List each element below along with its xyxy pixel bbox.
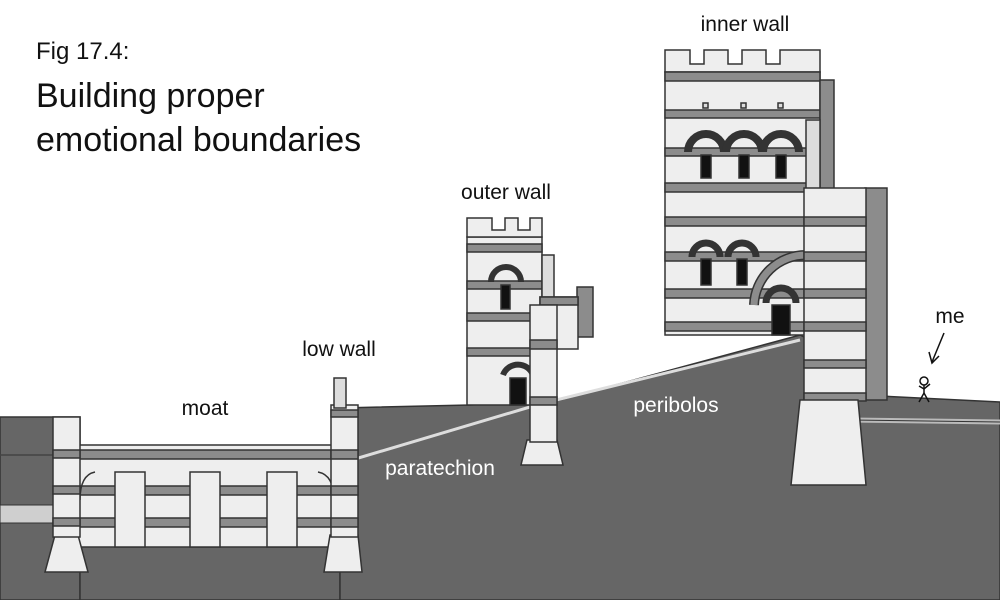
inner-wall-pier (749, 187, 888, 486)
inner-tower-window (700, 154, 712, 179)
outer-wall-curtain (541, 254, 555, 301)
figure-title-line-2: emotional boundaries (36, 121, 362, 159)
inner-wall-arch-fill (750, 251, 807, 306)
inner-tower-window (775, 154, 787, 179)
inner-wall-stair (819, 79, 835, 191)
inner-tower-band (664, 109, 821, 119)
inner-tower-slit (702, 102, 709, 109)
inner-tower-arch (688, 239, 724, 258)
outer-tower-arch (488, 264, 524, 283)
moat-band (77, 449, 337, 460)
inner-tower-band (664, 216, 821, 227)
inner-pier-band (803, 359, 867, 369)
label-low-wall: low wall (302, 338, 376, 361)
label-peribolos: peribolos (633, 394, 718, 417)
inner-tower-window (736, 258, 748, 286)
inner-wall-tower (664, 49, 835, 336)
inner-tower-arch (724, 239, 760, 258)
moat-buttress (114, 471, 146, 548)
inner-tower-slit (777, 102, 784, 109)
inner-pier-band (803, 321, 867, 332)
inner-tower-band (664, 182, 821, 193)
inner-wall-chimney (805, 119, 821, 191)
outer-pier-band (529, 339, 558, 350)
outer-pier-shaft (529, 304, 558, 443)
label-moat: moat (182, 397, 229, 420)
counterscarp-pier (44, 416, 89, 573)
inner-tower-arch (759, 130, 803, 153)
inner-pier-stair (864, 187, 888, 401)
stick-figure-head (919, 376, 929, 386)
moat-buttress (189, 471, 221, 548)
pier-band (52, 485, 81, 495)
moat-buttress (266, 471, 298, 548)
figure-number: Fig 17.4: (36, 38, 130, 65)
inner-tower-crenellation (664, 49, 821, 73)
low-wall-shaft (330, 404, 359, 538)
inner-tower-door-arch (762, 284, 800, 304)
inner-pier-band (803, 288, 867, 299)
outer-wall-curtain-stair (576, 286, 594, 338)
moat-floor (79, 544, 341, 600)
moat-interior (77, 444, 337, 548)
stick-figure-me (918, 376, 931, 403)
pier-shaft (52, 416, 81, 538)
inner-tower-slit (740, 102, 747, 109)
outer-pier-band (529, 396, 558, 406)
label-paratechion: paratechion (385, 457, 495, 480)
low-wall-base (323, 534, 363, 573)
low-wall-band (330, 449, 359, 460)
outer-wall-pier (520, 304, 564, 466)
inner-tower-window (738, 154, 750, 179)
label-me: me (935, 305, 964, 328)
inner-tower-door (771, 304, 791, 336)
inner-pier-band (803, 251, 867, 262)
inner-tower-window (700, 258, 712, 286)
figure-title-line-1: Building proper (36, 77, 265, 115)
inner-pier-footing (790, 399, 867, 486)
outer-pier-base (520, 439, 564, 466)
inner-tower-band (664, 71, 821, 82)
pointer-arrow (928, 332, 945, 365)
stick-figure-legs (918, 391, 930, 403)
outer-tower-door (509, 377, 527, 406)
inner-tower-arch (684, 130, 728, 153)
low-wall-band (330, 409, 359, 418)
outer-tower-crenellation (466, 217, 543, 238)
outer-tower-band (466, 243, 543, 253)
low-wall-structure (323, 377, 363, 573)
inner-pier-band (803, 216, 867, 227)
pier-band (52, 517, 81, 527)
inner-tower-band (664, 321, 821, 332)
outer-wall-walkway-band (539, 296, 579, 306)
low-wall-parapet (333, 377, 347, 409)
figure-title: Building proper emotional boundaries (36, 74, 361, 162)
low-wall-band (330, 517, 359, 528)
pier-band (52, 449, 81, 459)
outer-tower-window (500, 284, 511, 310)
low-wall-band (330, 485, 359, 496)
stick-figure-arms (918, 383, 931, 390)
label-outer-wall: outer wall (461, 181, 551, 204)
label-inner-wall: inner wall (701, 13, 790, 36)
